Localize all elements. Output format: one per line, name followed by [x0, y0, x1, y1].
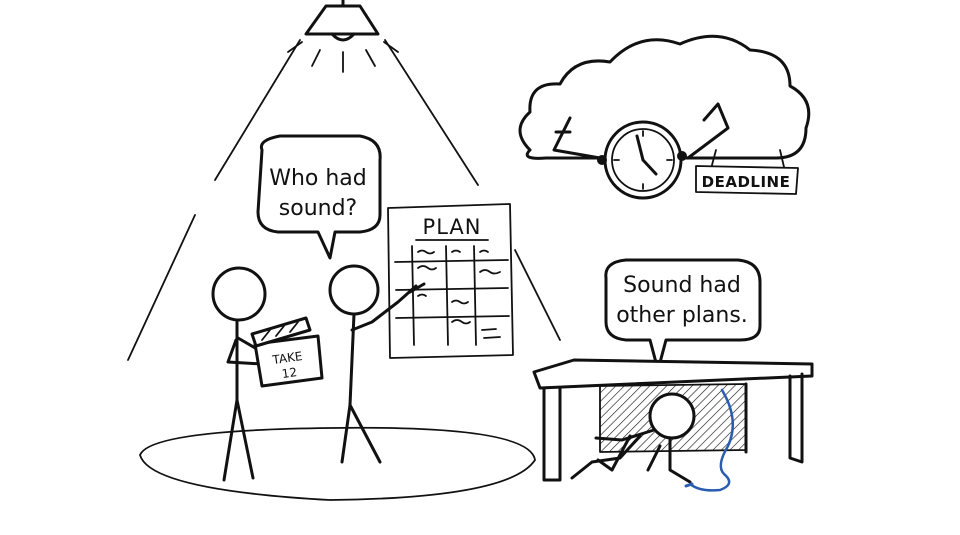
speech-bubble-right-line1: Sound had [623, 273, 741, 298]
plan-board: PLAN [387, 203, 514, 359]
speech-bubble-left-line1: Who had [269, 166, 367, 191]
plan-board-title: PLAN [423, 215, 482, 239]
stick-figure-left [211, 266, 267, 482]
speech-bubble-right: Sound had other plans. [604, 258, 762, 372]
speech-bubble-right-line2: other plans. [616, 303, 748, 328]
stick-figure-hiding [570, 392, 696, 484]
ceiling-lamp [287, 0, 399, 73]
clapperboard-line1: TAKE [271, 349, 304, 367]
speech-bubble-left: Who had sound? [256, 134, 382, 260]
speech-bubble-left-line2: sound? [279, 196, 357, 221]
light-cone [127, 39, 561, 501]
deadline-sign-label: DEADLINE [702, 173, 791, 191]
clapperboard: TAKE 12 [250, 316, 324, 388]
clock-icon [597, 120, 687, 200]
audio-cable [684, 388, 735, 492]
clapperboard-line2: 12 [281, 365, 298, 381]
deadline-cloud [518, 34, 811, 160]
stick-figure-pointing [328, 264, 426, 464]
deadline-sign: DEADLINE [695, 149, 799, 195]
